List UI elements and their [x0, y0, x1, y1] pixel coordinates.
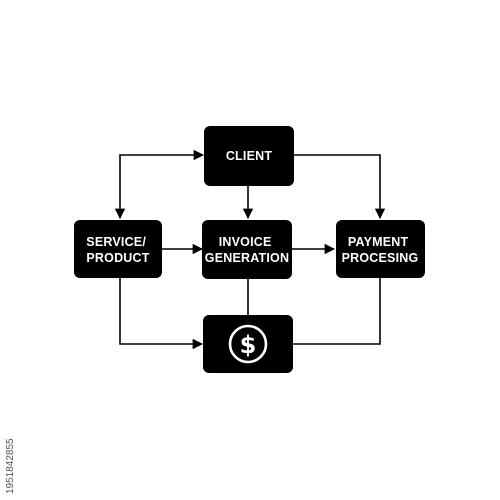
- node-invoice-generation-line-1: INVOICE: [219, 235, 272, 249]
- node-client-label: CLIENT: [226, 149, 273, 163]
- node-service-product-line-2: PRODUCT: [86, 251, 149, 265]
- svg-text:INVOICE GENERATION: INVOICE GENERATION: [205, 235, 289, 265]
- stock-watermark: 1951842855: [5, 438, 16, 494]
- dollar-circle-icon: $: [228, 324, 268, 364]
- node-invoice-generation-line-2: GENERATION: [205, 251, 289, 265]
- node-payment-processing-line-2: PROCESING: [342, 251, 419, 265]
- svg-text:CLIENT: CLIENT: [226, 149, 273, 163]
- connector-payment-processing-payment: [293, 278, 381, 345]
- node-service-product: SERVICE/ PRODUCT: [74, 220, 162, 278]
- connector-service-payment: [119, 278, 204, 350]
- node-service-product-line-1: SERVICE/: [86, 235, 146, 249]
- node-invoice-generation: INVOICE GENERATION: [202, 220, 292, 279]
- svg-text:SERVICE/ PRODUCT: SERVICE/ PRODUCT: [86, 235, 149, 265]
- connector-client-payment-processing: [294, 154, 386, 220]
- node-payment-processing: PAYMENT PROCESING: [336, 220, 425, 278]
- connector-client-service: [114, 149, 205, 220]
- node-client: CLIENT: [204, 126, 294, 186]
- node-payment-processing-line-1: PAYMENT: [348, 235, 409, 249]
- stock-id: 1951842855: [5, 438, 16, 494]
- node-payment: $: [203, 315, 293, 373]
- svg-text:PAYMENT PROCESING: PAYMENT PROCESING: [342, 235, 419, 265]
- connectors: [114, 149, 386, 350]
- dollar-glyph: $: [240, 331, 257, 359]
